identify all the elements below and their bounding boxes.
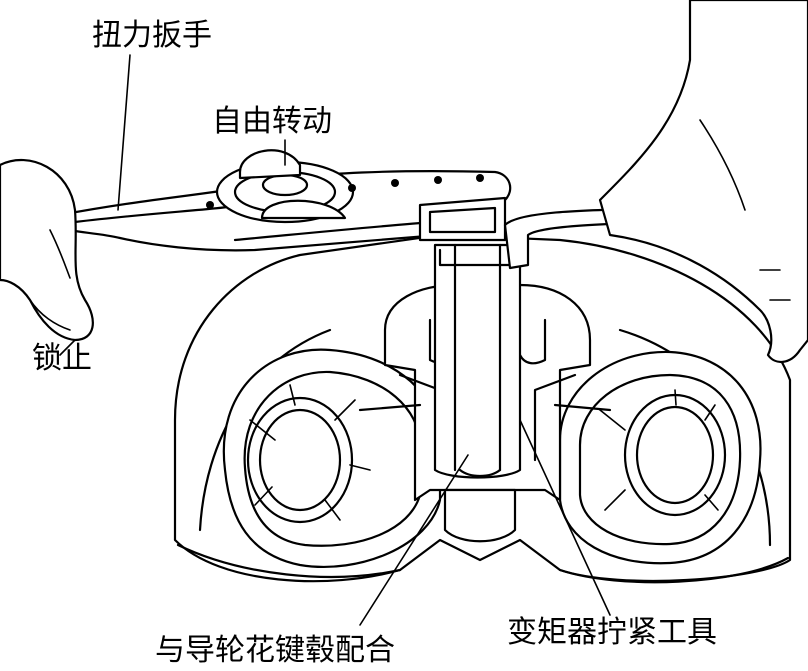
left-impeller bbox=[222, 348, 442, 569]
leader-spline bbox=[359, 454, 469, 626]
right-hand bbox=[598, 0, 808, 363]
leader-converter-tool bbox=[519, 419, 611, 616]
leader-lines bbox=[59, 54, 611, 626]
leader-lock bbox=[59, 339, 76, 356]
left-hand bbox=[0, 159, 94, 342]
label-lock: 锁止 bbox=[32, 341, 92, 376]
leader-torque-wrench bbox=[117, 54, 131, 211]
label-spline-match: 与导轮花键毂配合 bbox=[155, 633, 395, 668]
tightening-tool bbox=[433, 243, 522, 479]
label-free-rotation: 自由转动 bbox=[212, 104, 332, 139]
label-torque-wrench: 扭力扳手 bbox=[92, 18, 212, 53]
right-impeller bbox=[558, 350, 762, 565]
label-converter-tool: 变矩器拧紧工具 bbox=[507, 615, 717, 650]
torque-wrench bbox=[58, 149, 512, 252]
